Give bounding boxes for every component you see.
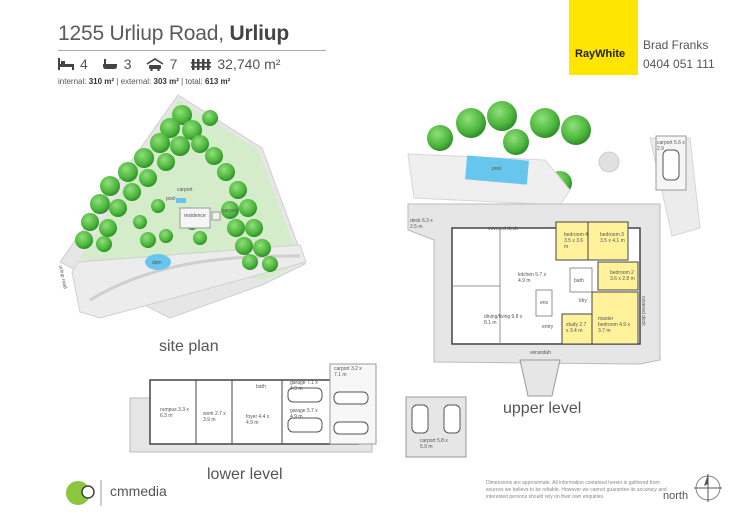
foyer-label: foyer 4.4 x 4.9 m [246, 414, 270, 426]
site-dam-label: dam [152, 260, 162, 266]
upper-carport-label: carport 5.6 x 2.9 [657, 140, 685, 152]
site-carport-label-a: carport [177, 187, 193, 193]
agent-name: Brad Franks [643, 38, 709, 52]
site-grass-area [80, 100, 300, 280]
car-icon [146, 57, 164, 71]
detached-carport-label: carport 5.8 x 5.9 m [420, 438, 448, 450]
site-carport-marker [211, 211, 221, 221]
disclaimer-text: Dimensions are approximate. All informat… [486, 480, 667, 500]
land-area: 32,740 m² [217, 56, 281, 72]
bedroom-3-room [587, 221, 629, 261]
north-compass-icon [694, 474, 722, 502]
lower-bath-label: bath [256, 384, 266, 390]
master-room [591, 291, 639, 345]
agent-phone: 0404 051 111 [643, 57, 715, 71]
site-plan-caption: site plan [159, 338, 219, 355]
water-tank [598, 151, 620, 173]
upper-trees [427, 101, 591, 195]
external-value: 303 m² [153, 77, 179, 86]
total-value: 613 m² [204, 77, 231, 86]
garage-a-label: garage 7.1 x 4.9 m [290, 380, 318, 392]
property-stats: 4 3 7 32,740 m² [58, 55, 288, 73]
dining-living-label: dining/living 9.8 x 8.1 m [484, 314, 523, 326]
kitchen-label: kitchen 5.7 x 4.9 m [518, 272, 547, 284]
master-bedroom-label: master bedroom 4.9 x 3.7 m [598, 316, 630, 334]
bath-icon [102, 59, 117, 69]
ldry-label: ldry [579, 298, 588, 304]
site-residence-label: residence [184, 213, 206, 219]
ens-label: ens [540, 300, 549, 306]
upper-stairs [519, 359, 561, 397]
floor-area-summary: internal: 310 m² | external: 303 m² | to… [58, 77, 231, 86]
covered-deck-side-label: covered deck [640, 296, 646, 326]
site-pool-label: pool [166, 196, 176, 202]
lower-level-caption: lower level [207, 466, 283, 483]
internal-value: 310 m² [88, 77, 115, 86]
bedroom-2-room [597, 261, 639, 291]
bed-icon [58, 58, 74, 70]
internal-label: internal: [58, 77, 87, 86]
garage-count: 7 [169, 56, 178, 72]
suburb-name: Urliup [229, 22, 290, 45]
dam [145, 254, 171, 270]
raywhite-logo: RayWhite [569, 0, 638, 75]
deck-label: deck 6.3 x 2.5 m [410, 218, 433, 230]
bathroom-count: 3 [123, 56, 132, 72]
external-label: external: [120, 77, 152, 86]
upper-bath-label: bath [574, 278, 584, 284]
lower-cars [287, 387, 369, 435]
car-shape [662, 149, 680, 181]
bedroom-4-room [555, 221, 589, 261]
north-label: north [663, 490, 689, 502]
brand-name: RayWhite [575, 48, 626, 60]
work-label: work 2.7 x 3.9 m [203, 411, 226, 423]
bedroom-4-label: bedroom 4 3.5 x 3.6 m [564, 232, 588, 250]
total-label: total: [185, 77, 203, 86]
site-trees [75, 105, 278, 272]
garage-b-label: garage 5.7 x 4.9 m [290, 408, 318, 420]
site-pool [176, 198, 186, 203]
verandah-label: verandah [530, 350, 551, 356]
upper-pool-label: pool [492, 166, 502, 172]
cmmedia-logo-text: cmmedia [110, 483, 167, 499]
street-address: 1255 Urliup Road, [58, 22, 224, 45]
study-label: study 2.7 x 3.4 m [566, 322, 587, 334]
title-divider [58, 50, 326, 51]
study-room [561, 313, 593, 345]
covered-deck-label: covered deck [488, 226, 518, 232]
upper-pool [465, 155, 529, 185]
bedroom-count: 4 [80, 56, 88, 72]
property-title: 1255 Urliup Road, Urliup [58, 22, 289, 46]
bedroom-3-label: bedroom 3 3.5 x 4.1 m [600, 232, 625, 244]
lower-house [149, 379, 359, 445]
cmmedia-logo-icon [66, 480, 102, 506]
site-carport-label-b: carport [222, 208, 238, 214]
upper-level-caption: upper level [503, 400, 582, 417]
site-residence [179, 207, 211, 229]
rumpus-label: rumpus 3.3 x 6.3 m [160, 407, 189, 419]
bedroom-2-label: bedroom 2 3.6 x 2.8 m [610, 270, 635, 282]
lower-carport-label: carport 3.2 x 7.1 m [334, 366, 362, 378]
entry-label: entry [542, 324, 554, 330]
fence-icon [191, 59, 212, 70]
